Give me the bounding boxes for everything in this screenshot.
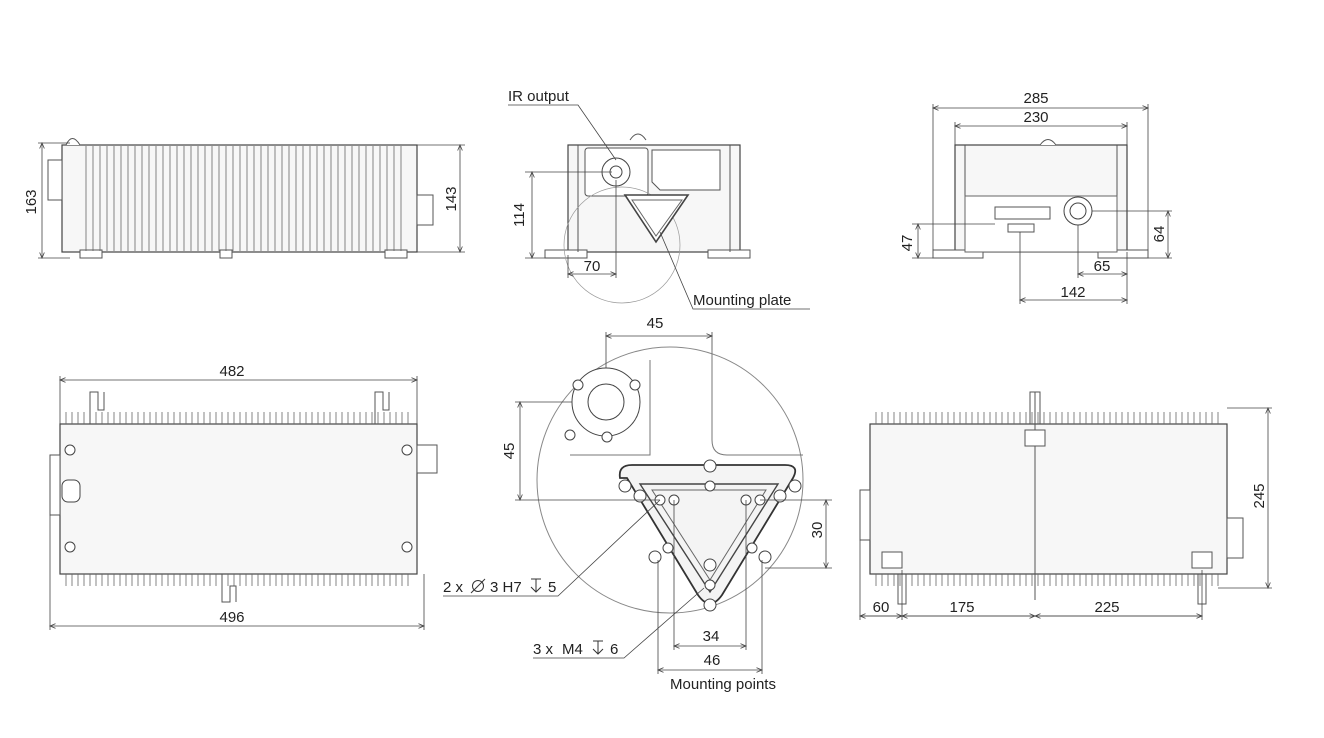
- dim-bottom-60: 60: [873, 599, 890, 616]
- dim-detail-46: 46: [704, 652, 721, 669]
- dim-detail-30: 30: [809, 522, 826, 539]
- dim-detail-45-horizontal: 45: [647, 315, 664, 332]
- diameter-icon: [470, 578, 486, 594]
- top-view-fins-lower: [65, 574, 409, 586]
- bottom-view-fins-upper: [875, 412, 1219, 424]
- label-mounting-plate: Mounting plate: [693, 292, 791, 309]
- dim-front-114: 114: [511, 203, 528, 227]
- dim-rear-65: 65: [1094, 258, 1111, 275]
- depth-icon: [592, 640, 604, 655]
- front-view: IR output Mounting plate 114 70: [508, 88, 810, 310]
- dim-front-70: 70: [584, 258, 601, 275]
- dim-bottom-175: 175: [949, 599, 974, 616]
- bottom-view-fins-lower: [875, 574, 1219, 586]
- label-mounting-points: Mounting points: [670, 676, 776, 693]
- bottom-view: 245 60 175 225: [860, 391, 1272, 620]
- dim-detail-34: 34: [703, 628, 720, 645]
- callout-screws-spec: M4: [562, 641, 583, 658]
- dim-detail-45-vertical: 45: [501, 443, 518, 460]
- dim-rear-64: 64: [1151, 226, 1168, 243]
- dim-side-163: 163: [23, 189, 40, 214]
- depth-icon: [530, 578, 542, 593]
- dim-bottom-225: 225: [1094, 599, 1119, 616]
- label-ir-output: IR output: [508, 88, 570, 105]
- dim-rear-142: 142: [1060, 284, 1085, 301]
- dim-top-482: 482: [219, 363, 244, 380]
- rear-view: 285 230 47 64 65 142: [899, 90, 1172, 304]
- callout-holes: 2 x 3 H7 5: [443, 499, 661, 597]
- callout-screws-prefix: 3 x: [533, 641, 554, 658]
- dim-top-496: 496: [219, 609, 244, 626]
- callout-holes-prefix: 2 x: [443, 579, 464, 596]
- callout-holes-spec: 3 H7: [490, 579, 522, 596]
- callout-screws-depth: 6: [610, 641, 618, 658]
- dim-rear-230: 230: [1023, 109, 1048, 126]
- side-view: 163 143: [23, 138, 465, 259]
- side-view-fins: [85, 146, 402, 251]
- dim-bottom-245: 245: [1251, 483, 1268, 508]
- detail-view: 45 45 30 34 46 Mounting points 2 x 3 H7: [443, 315, 832, 693]
- callout-screws: 3 x M4 6: [533, 587, 705, 659]
- dim-rear-47: 47: [899, 235, 916, 252]
- callout-holes-depth: 5: [548, 579, 556, 596]
- dim-rear-285: 285: [1023, 90, 1048, 107]
- top-view: 482 496: [50, 363, 438, 630]
- top-view-fins-upper: [65, 412, 409, 424]
- dim-side-143: 143: [443, 186, 460, 211]
